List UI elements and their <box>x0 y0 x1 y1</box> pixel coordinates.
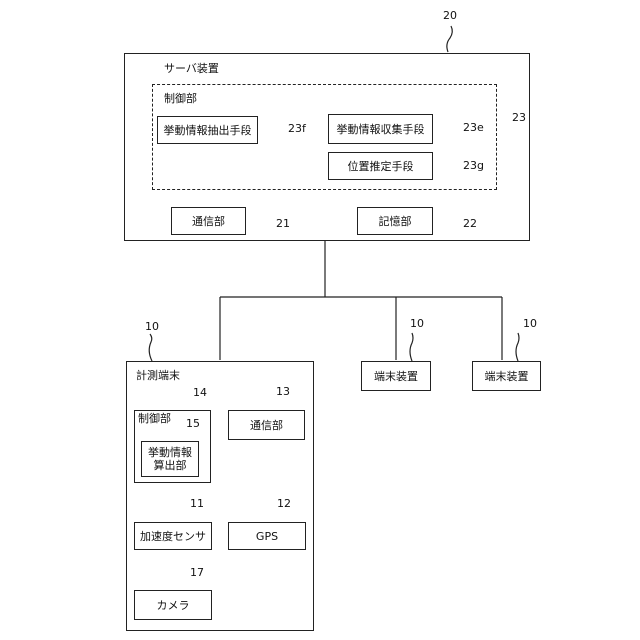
server-ref: 20 <box>443 10 457 22</box>
server-comm-box: 通信部 <box>171 207 246 235</box>
terminal-2-ref: 10 <box>523 318 537 330</box>
leader-measure-10 <box>149 334 152 361</box>
server-title: サーバ装置 <box>164 62 219 75</box>
server-storage-box: 記憶部 <box>357 207 433 235</box>
camera-ref: 17 <box>190 567 204 579</box>
behavior-calc-line1: 挙動情報 <box>148 446 192 459</box>
behavior-calc-line2: 算出部 <box>154 459 187 472</box>
server-control-ref: 23 <box>512 112 526 124</box>
accel-sensor-label: 加速度センサ <box>140 530 206 543</box>
behavior-calc-box: 挙動情報 算出部 <box>141 441 199 477</box>
measure-comm-ref: 13 <box>276 386 290 398</box>
leader-term1-10 <box>410 333 413 361</box>
gps-label: GPS <box>256 530 278 543</box>
server-storage-label: 記憶部 <box>379 215 412 228</box>
server-comm-ref: 21 <box>276 218 290 230</box>
terminal-device-1-label: 端末装置 <box>374 370 418 383</box>
measure-ref: 10 <box>145 321 159 333</box>
behavior-extract-ref: 23f <box>288 123 306 135</box>
measure-comm-label: 通信部 <box>250 419 283 432</box>
camera-label: カメラ <box>157 599 190 612</box>
terminal-device-2: 端末装置 <box>472 361 541 391</box>
measure-comm-box: 通信部 <box>228 410 305 440</box>
measure-title: 計測端末 <box>136 369 180 382</box>
position-estimate-box: 位置推定手段 <box>328 152 433 180</box>
server-comm-label: 通信部 <box>192 215 225 228</box>
calc-ref: 15 <box>186 418 200 430</box>
behavior-extract-label: 挙動情報抽出手段 <box>164 124 252 137</box>
leader-20 <box>447 26 452 52</box>
terminal-device-1: 端末装置 <box>361 361 431 391</box>
accel-sensor-box: 加速度センサ <box>134 522 212 550</box>
leader-term2-10 <box>516 333 519 361</box>
position-estimate-label: 位置推定手段 <box>348 160 414 173</box>
gps-ref: 12 <box>277 498 291 510</box>
behavior-extract-box: 挙動情報抽出手段 <box>157 116 258 144</box>
camera-box: カメラ <box>134 590 212 620</box>
behavior-collect-ref: 23e <box>463 122 484 134</box>
server-storage-ref: 22 <box>463 218 477 230</box>
terminal-device-2-label: 端末装置 <box>485 370 529 383</box>
accel-ref: 11 <box>190 498 204 510</box>
gps-box: GPS <box>228 522 306 550</box>
measure-control-title: 制御部 <box>138 412 171 425</box>
measure-control-ref: 14 <box>193 387 207 399</box>
terminal-1-ref: 10 <box>410 318 424 330</box>
behavior-collect-box: 挙動情報収集手段 <box>328 114 433 144</box>
server-control-title: 制御部 <box>164 92 197 105</box>
position-estimate-ref: 23g <box>463 160 484 172</box>
behavior-collect-label: 挙動情報収集手段 <box>337 123 425 136</box>
